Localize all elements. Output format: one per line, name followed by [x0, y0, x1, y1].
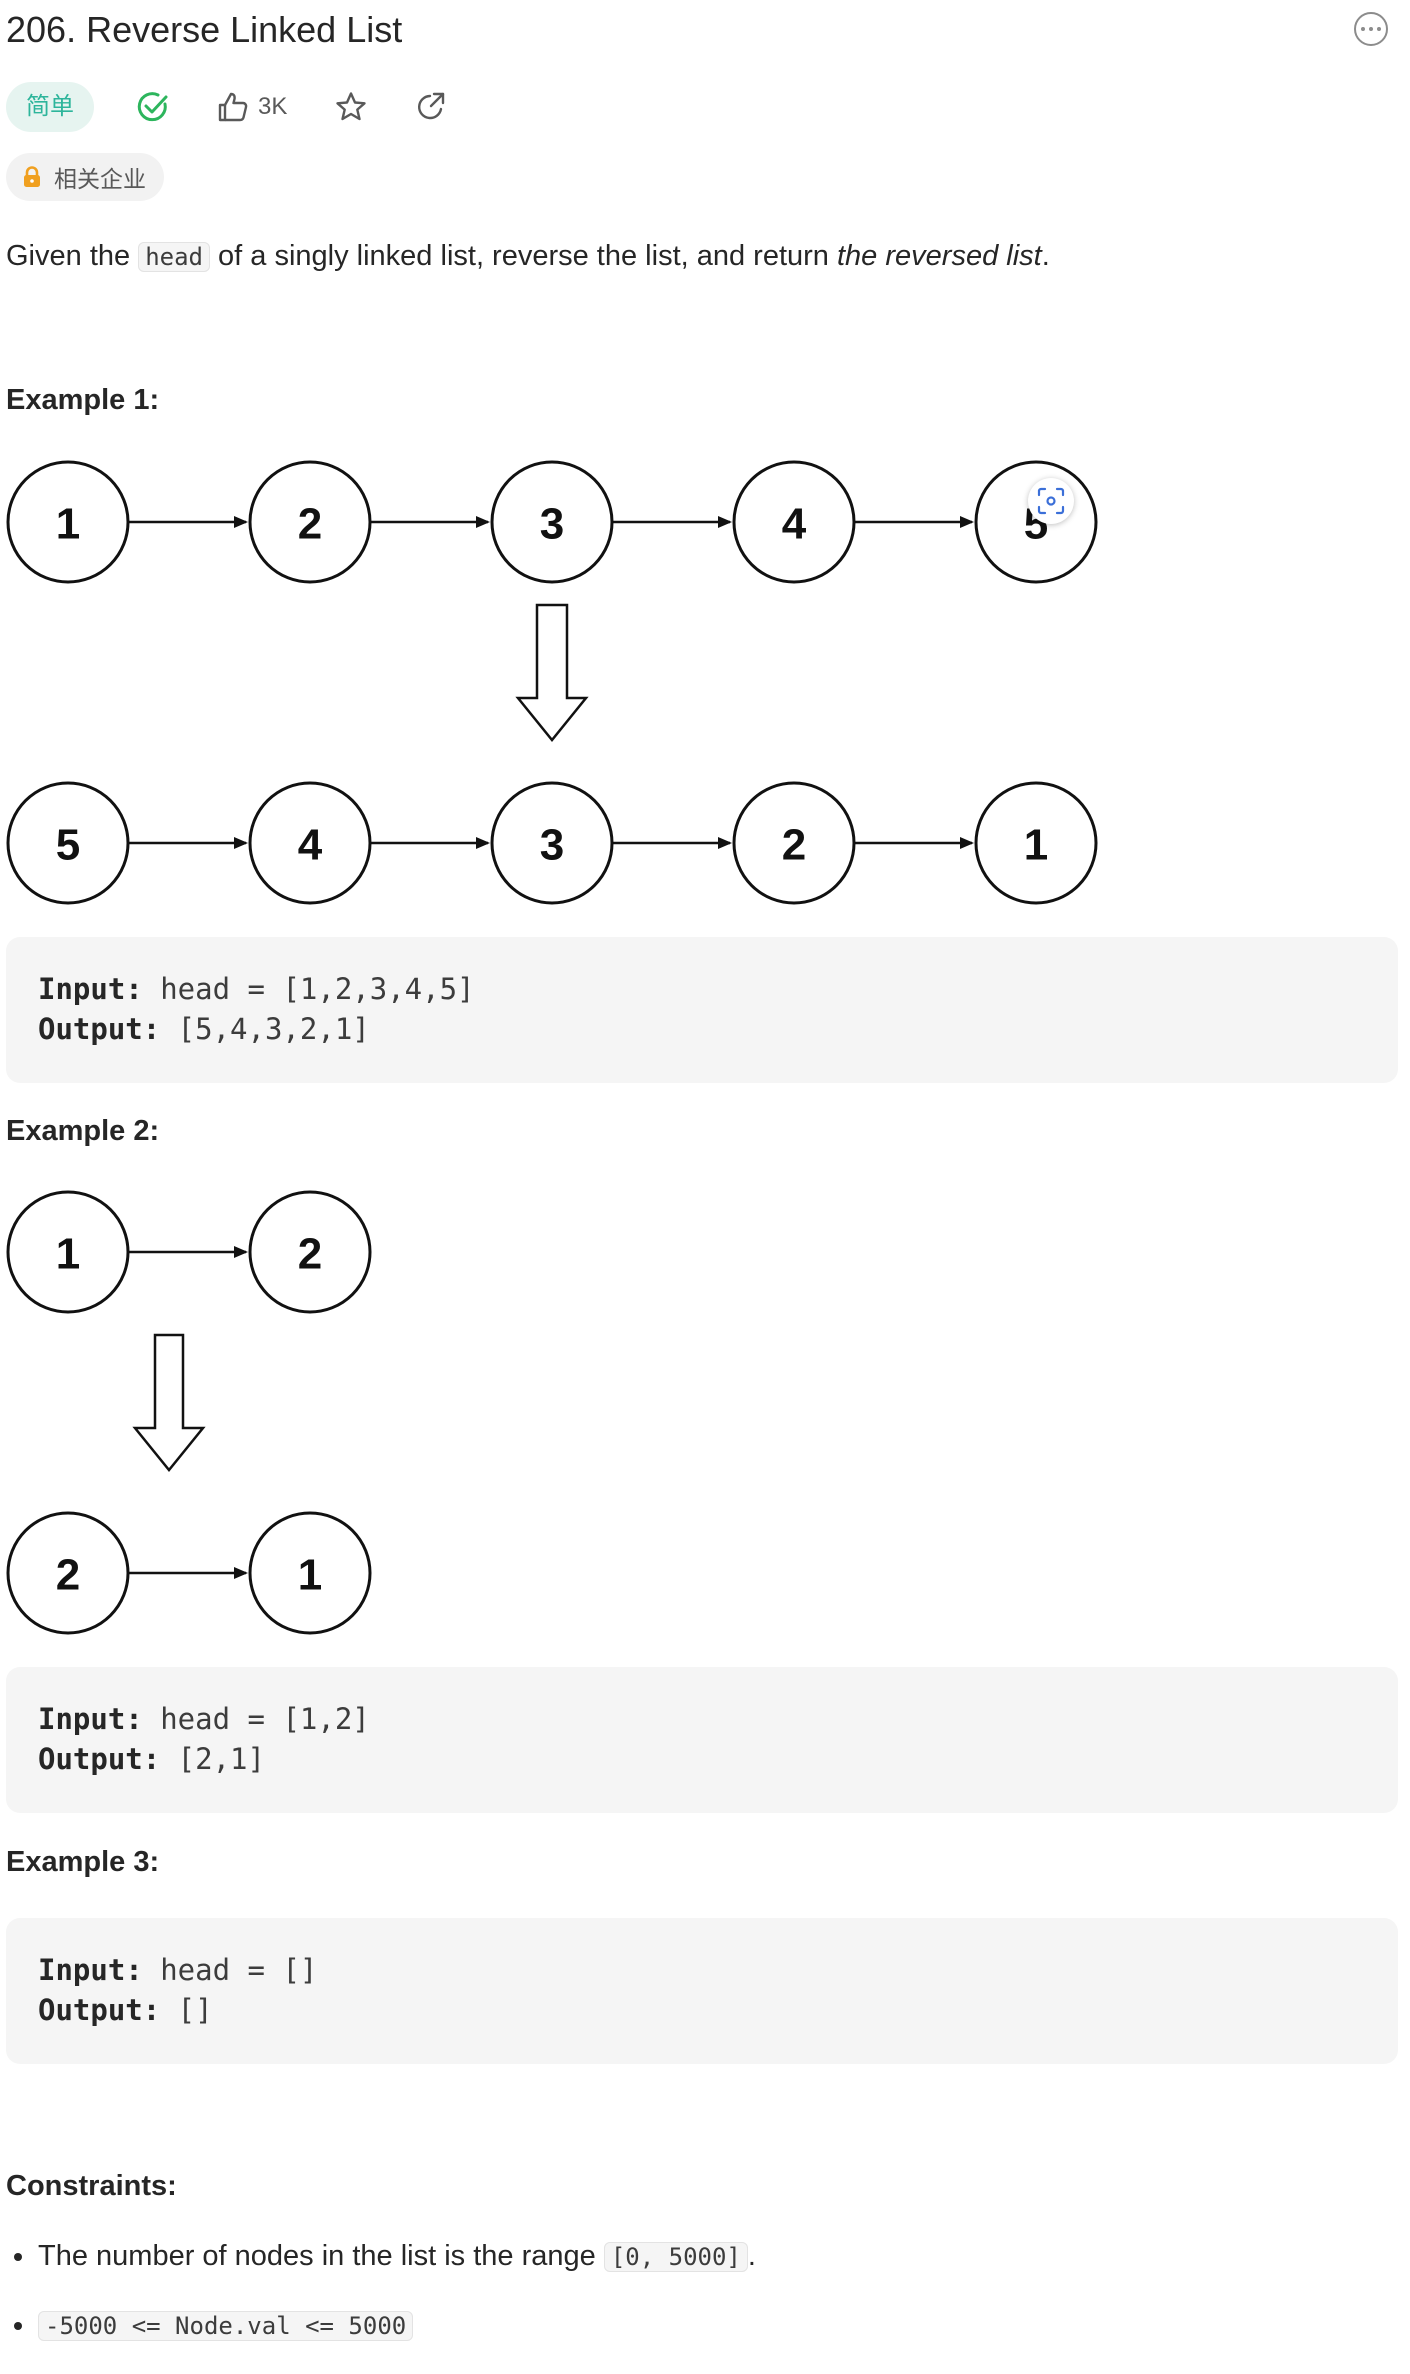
- example-1-io-block: Input: head = [1,2,3,4,5] Output: [5,4,3…: [6, 937, 1398, 1083]
- input-label: Input:: [38, 1702, 143, 1736]
- list-node: 1: [974, 781, 1098, 905]
- input-value: head = []: [142, 1953, 318, 1987]
- constraint-text: .: [747, 2240, 756, 2272]
- inline-code-node-val: -5000 <= Node.val <= 5000: [38, 2311, 414, 2341]
- output-value: [2,1]: [160, 1742, 265, 1776]
- svg-text:4: 4: [298, 821, 323, 870]
- svg-text:2: 2: [298, 500, 322, 549]
- svg-text:1: 1: [56, 1230, 80, 1279]
- svg-text:5: 5: [56, 821, 80, 870]
- svg-text:4: 4: [782, 500, 807, 549]
- example-3-heading: Example 3:: [6, 1846, 160, 1878]
- list-node: 2: [732, 781, 856, 905]
- output-label: Output:: [38, 1993, 161, 2027]
- statement-text: of a singly linked list, reverse the lis…: [209, 240, 837, 272]
- list-node: 1: [6, 460, 130, 584]
- inline-code-range: [0, 5000]: [603, 2242, 748, 2272]
- list-node: 2: [248, 1190, 372, 1314]
- svg-text:2: 2: [298, 1230, 322, 1279]
- example-1-heading: Example 1:: [6, 384, 160, 416]
- like-count: 3K: [258, 93, 288, 120]
- svg-text:3: 3: [540, 500, 564, 549]
- svg-text:2: 2: [56, 1551, 80, 1600]
- list-node: 3: [490, 781, 614, 905]
- constraints-heading: Constraints:: [6, 2170, 177, 2202]
- list-node: 5: [6, 781, 130, 905]
- example-2-heading: Example 2:: [6, 1115, 160, 1147]
- related-companies-label: 相关企业: [54, 166, 146, 192]
- reverse-down-arrow: [132, 1333, 206, 1472]
- input-value: head = [1,2,3,4,5]: [142, 972, 475, 1006]
- list-node: 2: [6, 1511, 130, 1635]
- thumbs-up-icon[interactable]: [216, 87, 256, 127]
- list-node: 4: [732, 460, 856, 584]
- svg-text:2: 2: [782, 821, 806, 870]
- problem-title: 206. Reverse Linked List: [6, 9, 403, 50]
- svg-text:1: 1: [298, 1551, 322, 1600]
- example-3-io-block: Input: head = [] Output: []: [6, 1918, 1398, 2064]
- list-node: 5: [974, 460, 1098, 584]
- lock-icon: [24, 166, 40, 187]
- input-label: Input:: [38, 1953, 143, 1987]
- solved-check-icon: [136, 87, 176, 127]
- output-label: Output:: [38, 1742, 161, 1776]
- output-value: []: [160, 1993, 213, 2027]
- constraint-text: The number of nodes in the list is the r…: [38, 2240, 604, 2272]
- list-node: 4: [248, 781, 372, 905]
- inline-code-head: head: [138, 242, 210, 272]
- example-2-diagram: 1 2 2 1: [6, 1190, 372, 1635]
- statement-text: .: [1041, 240, 1050, 272]
- problem-statement: Given the head of a singly linked list, …: [6, 236, 1050, 277]
- output-label: Output:: [38, 1012, 161, 1046]
- statement-text: Given the: [6, 240, 139, 272]
- example-1-diagram: 1 2 3 4 5 5 4 3 2 1: [6, 460, 1098, 905]
- constraints-list: The number of nodes in the list is the r…: [6, 2236, 1306, 2374]
- more-options-icon[interactable]: [1354, 12, 1388, 46]
- reverse-down-arrow: [515, 603, 589, 742]
- input-value: head = [1,2]: [142, 1702, 370, 1736]
- statement-emphasis: the reversed list: [837, 240, 1042, 272]
- svg-text:1: 1: [56, 500, 80, 549]
- star-icon[interactable]: [334, 87, 374, 127]
- difficulty-badge: 简单: [6, 82, 94, 132]
- problem-meta-row: 简单 3K: [6, 82, 606, 132]
- share-icon[interactable]: [414, 87, 454, 127]
- svg-text:3: 3: [540, 821, 564, 870]
- image-scan-icon[interactable]: [1028, 478, 1074, 524]
- list-node: 2: [248, 460, 372, 584]
- example-2-io-block: Input: head = [1,2] Output: [2,1]: [6, 1667, 1398, 1813]
- svg-text:1: 1: [1024, 821, 1048, 870]
- list-node: 3: [490, 460, 614, 584]
- input-label: Input:: [38, 972, 143, 1006]
- constraint-item: The number of nodes in the list is the r…: [6, 2236, 1306, 2277]
- output-value: [5,4,3,2,1]: [160, 1012, 370, 1046]
- constraint-item: -5000 <= Node.val <= 5000: [6, 2305, 1306, 2346]
- list-node: 1: [6, 1190, 130, 1314]
- list-node: 1: [248, 1511, 372, 1635]
- related-companies-tag[interactable]: 相关企业: [6, 153, 164, 201]
